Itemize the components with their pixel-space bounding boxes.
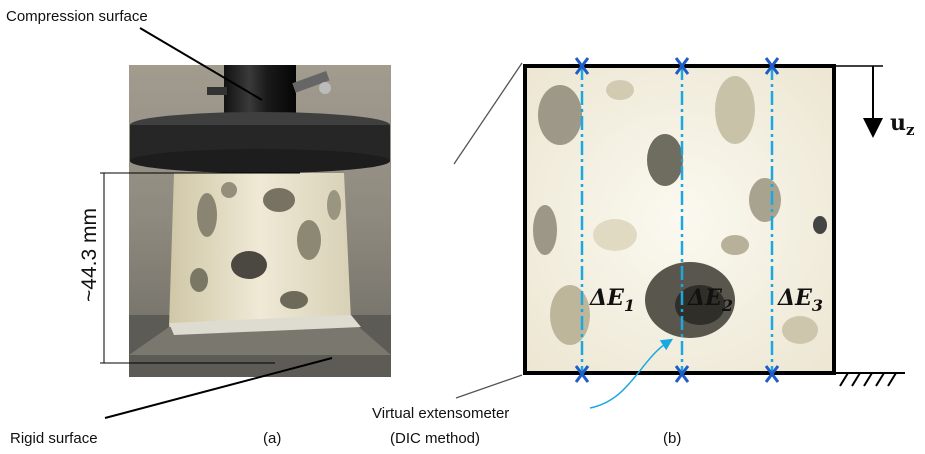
zoom-line-bottom	[455, 374, 523, 399]
extensometer-pointer	[589, 338, 674, 409]
height-measure-label: ~44.3 mm	[78, 208, 101, 302]
rigid-surface-label: Rigid surface	[10, 430, 98, 447]
compression-test-photo	[129, 65, 391, 377]
delta-e1-label: ΔE1	[589, 285, 635, 315]
zoom-line-top	[453, 62, 523, 165]
x-marker-icon	[764, 57, 780, 75]
x-marker-icon	[574, 365, 590, 383]
x-marker-icon	[674, 365, 690, 383]
delta-e2-label: ΔE2	[687, 285, 733, 315]
specimen-frame	[523, 64, 836, 375]
compression-surface-label: Compression surface	[6, 8, 148, 25]
x-marker-icon	[574, 57, 590, 75]
panel-b-label: (b)	[663, 430, 682, 447]
delta-e3-label: ΔE3	[777, 285, 823, 315]
extensometer-label-line1: Virtual extensometer	[372, 405, 510, 422]
displacement-label: uz	[890, 110, 915, 139]
fixed-support-hatch-icon	[834, 372, 905, 387]
panel-a-label: (a)	[263, 430, 282, 447]
x-marker-icon	[674, 57, 690, 75]
x-marker-icon	[764, 365, 780, 383]
extensometer-label-line2: (DIC method)	[390, 430, 481, 447]
foam-closeup	[525, 66, 834, 373]
